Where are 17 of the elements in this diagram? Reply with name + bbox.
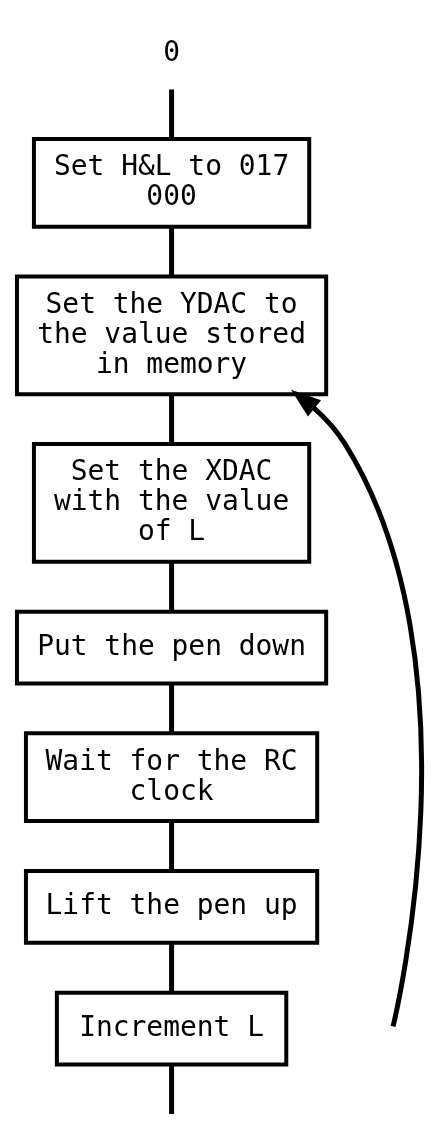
connector	[168, 394, 174, 445]
connector	[168, 89, 174, 139]
connector	[168, 226, 174, 277]
node-box: Set the YDAC to the value stored in memory	[14, 274, 328, 397]
connector	[168, 942, 174, 993]
node-box: Set H&L to 017 000	[31, 136, 311, 229]
node-box: Wait for the RC clock	[23, 731, 319, 824]
connector	[168, 562, 174, 612]
arrow	[290, 389, 424, 1027]
node-box: Put the pen down	[14, 609, 328, 686]
node-text: 0	[162, 34, 180, 68]
node-box: Lift the pen up	[23, 869, 319, 945]
connector	[168, 683, 174, 733]
connector	[168, 1064, 174, 1115]
node-box: Set the XDAC with the value of L	[31, 442, 311, 564]
connector	[168, 821, 174, 871]
node-box: Increment L	[54, 990, 288, 1067]
